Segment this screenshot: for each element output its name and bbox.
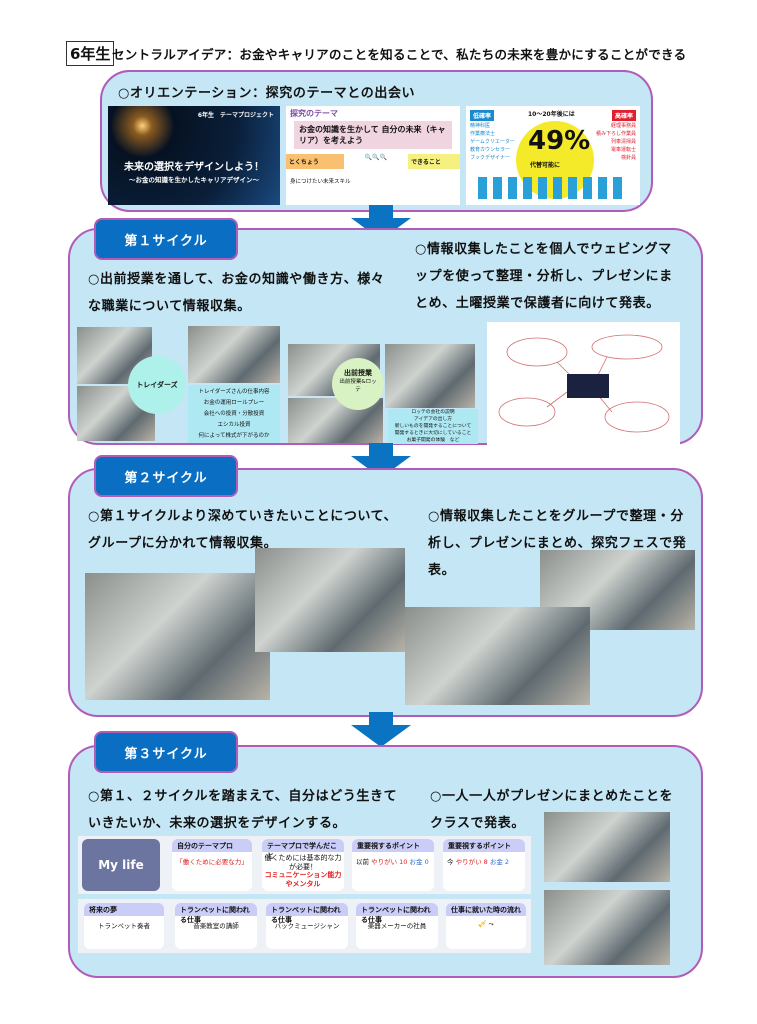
- features-box: とくちょう: [286, 154, 344, 169]
- webbing-map-image: [487, 322, 680, 445]
- presentation-slide: 重要視するポイント以前 やりがい 10 お金 0: [352, 839, 434, 891]
- headline: 10～20年後には: [528, 111, 575, 118]
- group-research-photo-2: [255, 548, 405, 652]
- can-do-box: できること: [408, 154, 460, 169]
- presentation-slide: テーマプロで学んだこと働くためには基本的な力が必要！コミュニケーション能力やメン…: [262, 839, 344, 891]
- lotte-class-photo-2: [385, 344, 475, 408]
- theme-slide: 探究のテーマ お金の知識を生かして 自分の未来（キャリア）を考えよう とくちょう…: [286, 106, 460, 205]
- slide-title: 未来の選択をデザインしよう！: [124, 162, 264, 173]
- cycle1-left-text: ○出前授業を通して、お金の知識や働き方、様々な職業について情報収集。: [88, 272, 385, 314]
- lecture-photo: [188, 326, 280, 383]
- trumpet-icon: 🎺 ⤳: [478, 920, 494, 928]
- cycle3-right-text: ○一人一人がプレゼンにまとめたことをクラスで発表。: [430, 789, 674, 831]
- fest-presentation-photo-2: [405, 607, 590, 705]
- group-research-photo-1: [85, 573, 270, 700]
- theme-label: 探究のテーマ: [290, 109, 338, 118]
- cycle2-tab: 第２サイクル: [94, 455, 238, 497]
- grade-label: 6年生: [66, 41, 115, 66]
- slide-subtitle: ～お金の知識を生かしたキャリアデザイン～: [129, 176, 259, 184]
- caption: 代替可能に: [530, 162, 561, 169]
- orientation-heading: ○オリエンテーション：探究のテーマとの出会い: [118, 86, 416, 101]
- high-prob-label: 高確率: [611, 110, 636, 121]
- presentation-slide: トランペットに関われる仕事バックミュージシャン: [266, 903, 348, 949]
- presentation-slide: 自分のテーマプロ「働くために必要な力」: [172, 839, 252, 891]
- webbing-map-drawing: [498, 334, 670, 433]
- learned-text: コミュニケーション能力やメンタル: [264, 871, 342, 888]
- cycle2-left-text: ○第１サイクルより深めていきたいことについて、グループに分かれて情報収集。: [88, 509, 398, 551]
- arrow-stem: [369, 712, 393, 726]
- cycle3-tab: 第３サイクル: [94, 731, 238, 773]
- cycle3-left-text: ○第１、２サイクルを踏まえて、自分はどう生きていきたいか、未来の選択をデザインす…: [88, 789, 398, 831]
- low-jobs: 精神科医作業療法士ゲームクリエーター教育カウンセラーブックデザイナー: [470, 123, 515, 161]
- magnifier-icons: 🔍🔍🔍: [364, 154, 388, 161]
- cycle1-right-text: ○情報収集したことを個人でウェビングマップを使って整理・分析し、プレゼンにまとめ…: [415, 242, 673, 311]
- class-presentation-photo-1: [544, 812, 670, 882]
- percent: 49%: [528, 126, 591, 156]
- presentation-slide: トランペットに関われる仕事音楽教室の講師: [175, 903, 257, 949]
- presentation-slide: 将来の夢トランペット奏者: [84, 903, 164, 949]
- down-arrow-icon: [351, 725, 411, 747]
- slide-top-text: 6年生 テーマプロジェクト: [197, 112, 274, 119]
- job-replacement-slide: 低確率 高確率 10～20年後には 49% 代替可能に 精神科医作業療法士ゲーム…: [466, 106, 640, 205]
- orientation-title-slide: 6年生 テーマプロジェクト 未来の選択をデザインしよう！ ～お金の知識を生かした…: [108, 106, 280, 205]
- theme-text: お金の知識を生かして 自分の未来（キャリア）を考えよう: [294, 121, 452, 149]
- central-idea: セントラルアイデア：お金やキャリアのことを知ることで、私たちの未来を豊かにするこ…: [112, 47, 687, 62]
- class-presentation-photo-2: [544, 890, 670, 965]
- arrow-stem: [369, 443, 393, 457]
- people-icons: [478, 177, 628, 199]
- traders-list: トレイダーズさんの仕事内容お金の運用ロールプレー会社への投資・分散投資エシカル投…: [188, 385, 280, 443]
- lotte-label: 出前授業 出前授業&ロッテ: [332, 358, 384, 410]
- traders-label: トレイダーズ: [128, 356, 186, 414]
- skills-label: 身につけたい未来スキル: [290, 179, 351, 185]
- lotte-list: ロッテの会社の説明アイデアの出し方新しいものを開発することについて開発するときに…: [388, 409, 478, 444]
- low-prob-label: 低確率: [470, 110, 495, 121]
- presentation-slide: トランペットに関われる仕事楽器メーカーの社員: [356, 903, 438, 949]
- cycle2-right-text: ○情報収集したことをグループで整理・分析し、プレゼンにまとめ、探究フェスで発表。: [428, 509, 687, 578]
- presentation-slide: 重要視するポイント今 やりがい 8 お金 2: [443, 839, 525, 891]
- presentation-slide: 仕事に就いた時の流れ🎺 ⤳: [446, 903, 526, 949]
- arrow-stem: [369, 205, 393, 219]
- high-jobs: 経理事務員積み下ろし作業員列車清掃員電車運転士検針員: [595, 123, 636, 161]
- cycle1-tab: 第１サイクル: [94, 218, 238, 260]
- lotte-sub: 出前授業&ロッテ: [339, 379, 377, 393]
- my-life-slide: My life: [82, 839, 160, 891]
